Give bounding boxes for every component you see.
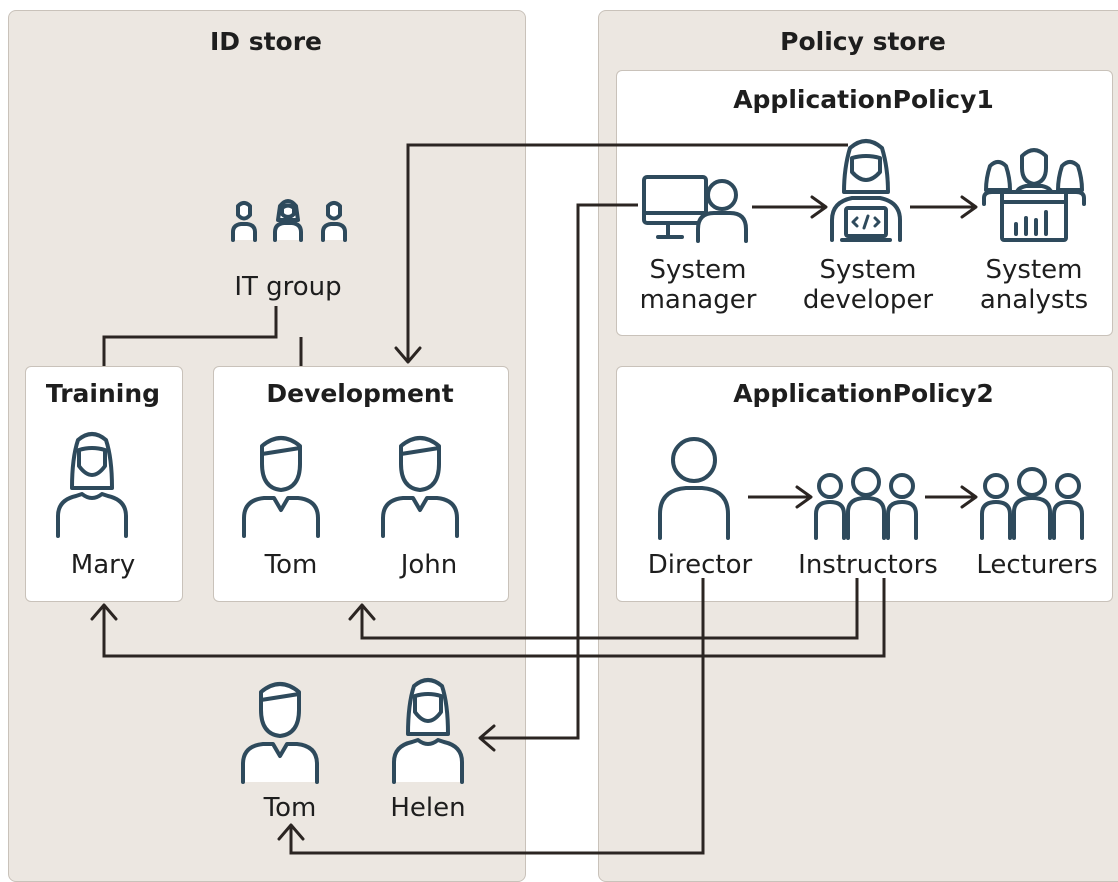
director-icon <box>658 437 730 540</box>
lecturers-icon <box>980 467 1084 540</box>
system-developer-icon <box>830 139 902 242</box>
policy-store-title: Policy store <box>780 27 946 56</box>
john-label: John <box>400 550 458 580</box>
lecturers-label: Lecturers <box>976 550 1098 580</box>
tom-bottom-person-icon <box>241 682 319 784</box>
arrowhead-training <box>90 603 118 621</box>
system-analysts-label-line2: analysts <box>979 285 1089 315</box>
development-group-box <box>213 366 509 602</box>
tom-label: Tom <box>264 550 318 580</box>
id-store-title: ID store <box>209 27 323 56</box>
training-title: Training <box>45 379 161 408</box>
arrowhead-instructors <box>795 485 813 509</box>
system-manager-label-line1: System <box>649 255 747 285</box>
director-to-tom-line <box>289 578 705 855</box>
system-manager-label-line2: manager <box>639 285 757 315</box>
system-developer-to-development-line <box>406 143 848 362</box>
arrowhead-helen <box>478 724 496 752</box>
mary-label: Mary <box>70 550 136 580</box>
system-analysts-label-line1: System <box>985 255 1083 285</box>
mary-person-icon <box>56 432 128 538</box>
application-policy1-title: ApplicationPolicy1 <box>733 85 994 114</box>
john-person-icon <box>381 436 459 538</box>
system-analysts-icon <box>982 148 1086 242</box>
application-policy2-title: ApplicationPolicy2 <box>733 379 994 408</box>
it-group-label: IT group <box>234 272 342 302</box>
system-developer-label-line2: developer <box>802 285 934 315</box>
tom-bottom-label: Tom <box>263 793 317 823</box>
arrowhead-tom <box>277 823 305 841</box>
instructors-icon <box>814 467 918 540</box>
it-group-connector <box>102 306 303 366</box>
arrowhead-lecturers <box>960 485 978 509</box>
tom-person-icon <box>242 436 320 538</box>
arrowhead-development <box>394 346 422 364</box>
it-group-icon <box>231 199 347 242</box>
system-developer-label-line1: System <box>819 255 917 285</box>
arrowhead-analysts <box>960 195 978 219</box>
helen-label: Helen <box>390 793 466 823</box>
helen-person-icon <box>392 678 464 784</box>
arrowhead-developer <box>810 195 828 219</box>
instructors-to-development-line <box>360 578 859 640</box>
instructors-label: Instructors <box>798 550 938 580</box>
system-manager-to-helen-line <box>482 203 638 740</box>
director-label: Director <box>647 550 753 580</box>
instructors-to-training-line <box>102 578 886 658</box>
arrowhead-development-bottom <box>348 603 376 621</box>
development-title: Development <box>266 379 454 408</box>
system-manager-icon <box>642 175 748 243</box>
